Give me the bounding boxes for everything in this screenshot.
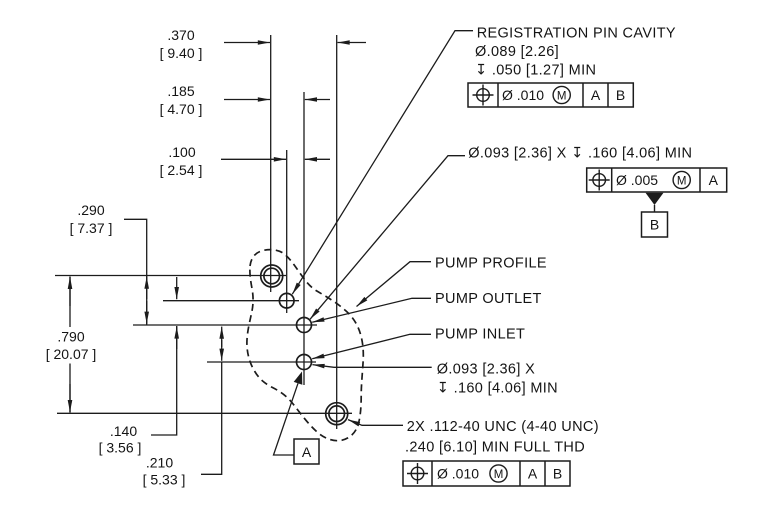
position-symbol-icon <box>589 170 610 191</box>
fcf-registration-tolerance: Ø .010 <box>502 87 544 103</box>
datum-b-label: B <box>650 217 659 233</box>
dim-140-in: .140 <box>110 423 137 439</box>
fcf-thread-datum1: A <box>528 466 538 482</box>
pump-inlet-label: PUMP INLET <box>435 327 525 343</box>
dim-290: .290 [ 7.37 ] <box>70 202 149 325</box>
position-symbol-icon <box>473 85 494 106</box>
callout-thread-spec: 2X .112-40 UNC (4-40 UNC) .240 [6.10] MI… <box>403 419 599 486</box>
dim-210-mm: [ 5.33 ] <box>143 472 186 488</box>
inlet-spec-line1: Ø.093 [2.36] X <box>437 362 535 378</box>
datum-a-triangle-icon <box>293 371 303 385</box>
registration-diameter: Ø.089 [2.26] <box>475 44 559 60</box>
fcf-outlet-tolerance: Ø .005 <box>616 172 658 188</box>
pump-inlet-hole <box>297 355 312 370</box>
dim-370-mm: [ 9.40 ] <box>160 45 203 61</box>
leader-pump-profile <box>357 262 432 307</box>
leader-pump-outlet <box>312 298 431 322</box>
datum-a-label: A <box>302 444 312 460</box>
leader-lines <box>292 31 473 427</box>
fcf-registration-datum2: B <box>616 87 625 103</box>
dim-790-mm: [ 20.07 ] <box>46 346 97 362</box>
inlet-spec-line2: ↧ .160 [4.06] MIN <box>437 381 558 397</box>
leader-inlet-spec <box>312 363 431 369</box>
fcf-outlet-modifier: M <box>677 175 687 187</box>
pump-outlet-hole <box>297 318 312 333</box>
fcf-thread-modifier: M <box>494 469 504 481</box>
dim-100-in: .100 <box>168 144 195 160</box>
pump-profile-outline <box>247 250 363 441</box>
holes <box>261 265 348 425</box>
dim-370: .370 [ 9.40 ] <box>160 27 366 61</box>
fcf-registration: Ø .010 M A B <box>468 83 633 107</box>
fcf-registration-datum1: A <box>591 87 601 103</box>
mmc-modifier-icon: M <box>490 465 507 482</box>
datum-a-symbol: A <box>274 371 320 465</box>
dim-370-in: .370 <box>167 27 194 43</box>
threaded-hole-bottom <box>326 403 348 425</box>
registration-pin-hole <box>279 293 294 308</box>
outlet-spec-text: Ø.093 [2.36] X ↧ .160 [4.06] MIN <box>468 146 692 162</box>
dim-790-in: .790 <box>57 329 84 345</box>
dim-210-in: .210 <box>146 455 173 471</box>
callout-registration-pin-cavity: REGISTRATION PIN CAVITY Ø.089 [2.26] ↧ .… <box>468 26 676 108</box>
dim-185-mm: [ 4.70 ] <box>160 101 203 117</box>
fcf-outlet: Ø .005 M A <box>587 168 727 192</box>
dim-100: .100 [ 2.54 ] <box>160 144 330 178</box>
pump-profile-label: PUMP PROFILE <box>435 256 547 272</box>
position-symbol-icon <box>407 463 428 484</box>
callout-outlet-hole-spec: Ø.093 [2.36] X ↧ .160 [4.06] MIN Ø .005 … <box>468 146 726 238</box>
callout-inlet-hole-spec: Ø.093 [2.36] X ↧ .160 [4.06] MIN <box>437 362 558 397</box>
registration-title: REGISTRATION PIN CAVITY <box>477 26 676 42</box>
datum-b-symbol: B <box>642 192 668 237</box>
dim-210: .210 [ 5.33 ] <box>143 327 224 488</box>
dim-185: .185 [ 4.70 ] <box>160 83 330 117</box>
mmc-modifier-icon: M <box>673 171 690 188</box>
dim-185-in: .185 <box>167 83 194 99</box>
leader-registration <box>292 31 473 295</box>
threaded-hole-top <box>261 265 283 287</box>
dim-290-in: .290 <box>77 202 104 218</box>
dim-140-mm: [ 3.56 ] <box>99 440 142 456</box>
extension-lines <box>55 35 352 429</box>
fcf-outlet-datum1: A <box>709 172 719 188</box>
fcf-registration-modifier: M <box>557 90 567 102</box>
dim-290-mm: [ 7.37 ] <box>70 220 113 236</box>
leader-pump-inlet <box>312 334 431 359</box>
dim-140: .140 [ 3.56 ] <box>99 277 179 456</box>
fcf-thread: Ø .010 M A B <box>403 461 570 486</box>
datum-b-triangle-icon <box>645 192 664 205</box>
thread-spec-line1: 2X .112-40 UNC (4-40 UNC) <box>407 419 599 435</box>
dim-100-mm: [ 2.54 ] <box>160 162 203 178</box>
fcf-thread-tolerance: Ø .010 <box>437 466 479 482</box>
leader-outlet-spec <box>310 156 465 320</box>
thread-spec-line2: .240 [6.10] MIN FULL THD <box>405 440 585 456</box>
fcf-thread-datum2: B <box>553 466 562 482</box>
registration-depth: ↧ .050 [1.27] MIN <box>475 63 596 79</box>
mmc-modifier-icon: M <box>553 86 570 103</box>
leader-thread-spec <box>348 420 403 427</box>
pump-outlet-label: PUMP OUTLET <box>435 291 542 307</box>
dim-790: .790 [ 20.07 ] <box>46 277 97 413</box>
